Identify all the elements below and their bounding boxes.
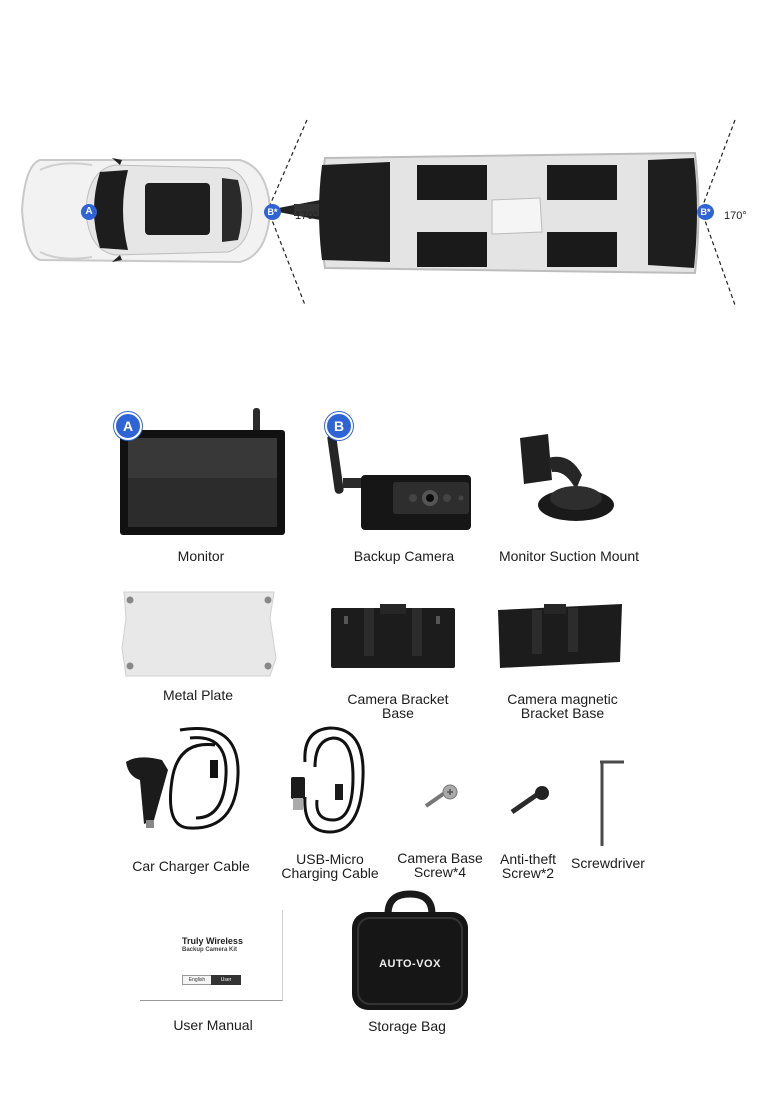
manual-label: User Manual xyxy=(173,1017,253,1033)
backup-camera-image xyxy=(327,434,471,530)
manual-subtitle: Backup Camera Kit xyxy=(182,947,238,953)
charger-label: Car Charger Cable xyxy=(132,858,250,874)
base-screw-image xyxy=(424,784,458,808)
magnetic-bracket-image xyxy=(498,604,622,668)
antitheft-screw-image xyxy=(510,786,549,815)
user-manual-image: Truly Wireless Backup Camera Kit English… xyxy=(140,910,283,1001)
manual-doc-tag: User Manual xyxy=(211,975,241,991)
suction-mount-image xyxy=(520,434,614,521)
bag-label: Storage Bag xyxy=(368,1018,446,1034)
car-illustration xyxy=(20,158,272,264)
antitheft-label: Anti-theft Screw*2 xyxy=(499,851,557,881)
camera-badge: B xyxy=(325,412,353,440)
storage-bag-image xyxy=(352,890,468,1010)
magnetic-label: Camera magnetic Bracket Base xyxy=(507,691,618,721)
car-trailer-diagram xyxy=(20,119,736,306)
metal-plate-image xyxy=(121,591,277,677)
suction-label: Monitor Suction Mount xyxy=(498,548,640,564)
screwdriver-image xyxy=(600,760,624,846)
monitor-label: Monitor xyxy=(177,548,225,564)
monitor-badge: A xyxy=(114,412,142,440)
usb-cable-image xyxy=(291,726,365,834)
bag-brand: AUTO-VOX xyxy=(379,958,441,970)
bracket-label: Camera Bracket Base xyxy=(347,691,449,721)
hitch-camera-badge: B* xyxy=(264,204,281,220)
base-screw-label: Camera Base Screw*4 xyxy=(397,850,483,880)
plate-label: Metal Plate xyxy=(162,687,234,703)
monitor-image xyxy=(120,408,285,535)
car-charger-image xyxy=(126,727,240,830)
usb-label: USB-Micro Charging Cable xyxy=(281,851,379,881)
bracket-base-image xyxy=(331,604,455,668)
rear-angle-label: 170° xyxy=(724,210,747,222)
car-monitor-badge: A xyxy=(81,204,97,220)
camera-label: Backup Camera xyxy=(353,548,455,564)
hitch-angle-label: 170° xyxy=(295,210,318,222)
manual-title: Truly Wireless xyxy=(182,936,243,946)
manual-lang-tag: English xyxy=(182,975,212,985)
rear-camera-badge: B* xyxy=(697,204,714,220)
trailer-illustration xyxy=(319,151,700,275)
screwdriver-label: Screwdriver xyxy=(571,855,645,871)
